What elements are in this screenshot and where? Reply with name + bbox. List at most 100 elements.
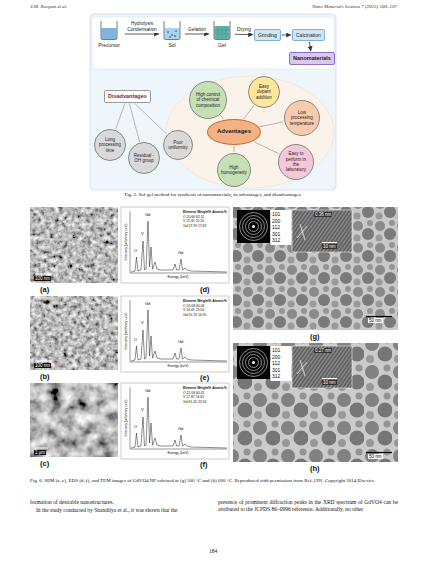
panel-letter: (f) — [200, 460, 208, 469]
saed-pattern — [237, 346, 270, 379]
panel-letter: (d) — [200, 285, 210, 294]
process-arrow — [309, 42, 310, 51]
node-text: Grinding — [258, 32, 277, 38]
feature-circle: Low processing temperature — [284, 100, 320, 136]
eds-spectrum — [121, 296, 229, 372]
ring-index: 301 — [272, 367, 280, 373]
node-text: Disadvantages — [108, 93, 147, 100]
table-row: Element Weight% Atomic% — [183, 210, 227, 214]
running-head: S.M. Roopan et al. — [30, 4, 67, 10]
edge-label: Gelation — [188, 27, 207, 33]
table-row: Gd 61.05 22.94 — [183, 400, 206, 404]
peak-label: O — [134, 425, 137, 430]
tem-image — [233, 343, 398, 462]
running-head: Nano Materials Science 7 (2025) 180–197 — [312, 4, 397, 10]
figure-caption: Fig. 6. SEM (a–c), EDS (d–f), and TEM im… — [30, 478, 398, 484]
node-text: Low processing temperature — [288, 110, 315, 126]
table-row: V 21.41 20.20 — [183, 219, 204, 223]
tem-image — [233, 207, 398, 330]
node-text: Sol — [160, 42, 184, 48]
feature-circle: Poor uniformity — [163, 130, 193, 160]
scale-label: 50 nm — [368, 454, 383, 459]
edge-label: Hydrolysis Condensation — [125, 21, 160, 33]
peak-label: Gd — [178, 427, 183, 432]
saed-rings — [240, 213, 268, 241]
axis-label: Intensity (arbitrary unit) — [123, 313, 127, 350]
process-arrow — [125, 34, 159, 35]
page-number: 184 — [209, 548, 217, 555]
advantage-ellipse: Advantages — [207, 119, 261, 145]
node-text: Long processing time — [98, 137, 122, 153]
node-text: High control of chemical composition — [194, 92, 223, 108]
process-box: Grinding — [254, 29, 281, 41]
link-line — [135, 103, 167, 134]
ring-index: 112 — [272, 360, 280, 366]
beaker-symbol — [101, 21, 117, 40]
lattice-spacing: 0.27 nm — [314, 348, 332, 353]
peak-label: V — [141, 232, 144, 237]
node-text: Advantages — [217, 128, 251, 135]
beaker-node: Gel — [210, 20, 234, 48]
peak-label: O — [134, 338, 137, 343]
advantage-ground — [166, 76, 334, 188]
scale-bar — [366, 316, 392, 317]
panel-letter: (h) — [310, 464, 320, 473]
node-text: Nanomaterials — [293, 55, 331, 62]
node-text: Poor uniformity — [167, 140, 190, 151]
body-text: formation of desirable nanostructures. — [30, 499, 212, 506]
saed-spot — [252, 225, 255, 228]
process-band — [92, 17, 334, 69]
beaker-node: Sol — [160, 20, 184, 48]
node-text: Calcination — [296, 32, 321, 38]
process-box: Calcination — [292, 29, 325, 41]
figure-caption: Fig. 5. Sol-gel method for synthesis of … — [124, 192, 301, 198]
peak-label: Gd — [145, 213, 150, 218]
edge-label: Drying — [237, 27, 252, 33]
axis-label: Energy (keV) — [168, 364, 189, 368]
link-line — [260, 122, 284, 127]
axis-label: Energy (keV) — [168, 275, 189, 279]
table-row: Element Weight% Atomic% — [183, 299, 227, 303]
panel-letter: (g) — [310, 332, 320, 341]
peak-label: Gd — [145, 302, 150, 307]
scale-bar — [366, 452, 392, 453]
hrtem-inset — [292, 346, 352, 388]
scale-label: 1 µm — [34, 450, 46, 455]
table-row: O 21.08 60.41 — [183, 391, 205, 395]
feature-circle: High homogeneity — [217, 153, 251, 187]
scale-bar — [322, 378, 337, 379]
node-text: High homogeneity — [221, 165, 247, 176]
scale-label: 10 nm — [322, 380, 337, 385]
peak-label: V — [141, 408, 144, 413]
ring-index: 101 — [272, 347, 280, 353]
table-row: Gd 57.99 17.69 — [183, 224, 206, 228]
beaker-node: Precursor — [94, 20, 124, 48]
eds-spectrum — [121, 383, 229, 459]
index-ground — [271, 346, 292, 381]
axis-label: Intensity (arbitrary unit) — [123, 224, 127, 261]
feature-circle: Residual -OH group — [128, 142, 160, 174]
table-row: V 17.87 16.65 — [183, 395, 204, 399]
process-arrow — [185, 34, 209, 35]
peak-label: Gd — [178, 251, 183, 256]
link-line — [129, 103, 139, 141]
table-row: Gd 55.23 16.90 — [183, 313, 206, 317]
table-row: O 20.68 60.06 — [183, 304, 205, 308]
lattice-marker — [297, 224, 307, 240]
saed-rings — [240, 349, 268, 377]
ring-index: 312 — [272, 373, 280, 379]
panel-letter: (c) — [40, 459, 49, 468]
lattice-marker — [297, 360, 307, 376]
index-ground — [271, 210, 292, 245]
feature-circle: High control of chemical composition — [189, 81, 227, 119]
node-text: Easy dopant addition — [252, 84, 276, 100]
table-row: Element Weight% Atomic% — [183, 386, 227, 390]
link-line — [220, 115, 223, 119]
sem-image — [30, 383, 118, 457]
ring-index: 312 — [272, 237, 280, 243]
scale-bar — [35, 274, 52, 448]
scale-bar — [322, 242, 337, 243]
panel-letter: (b) — [40, 372, 50, 381]
node-text: Easy to perform in the laboratory — [282, 151, 309, 173]
